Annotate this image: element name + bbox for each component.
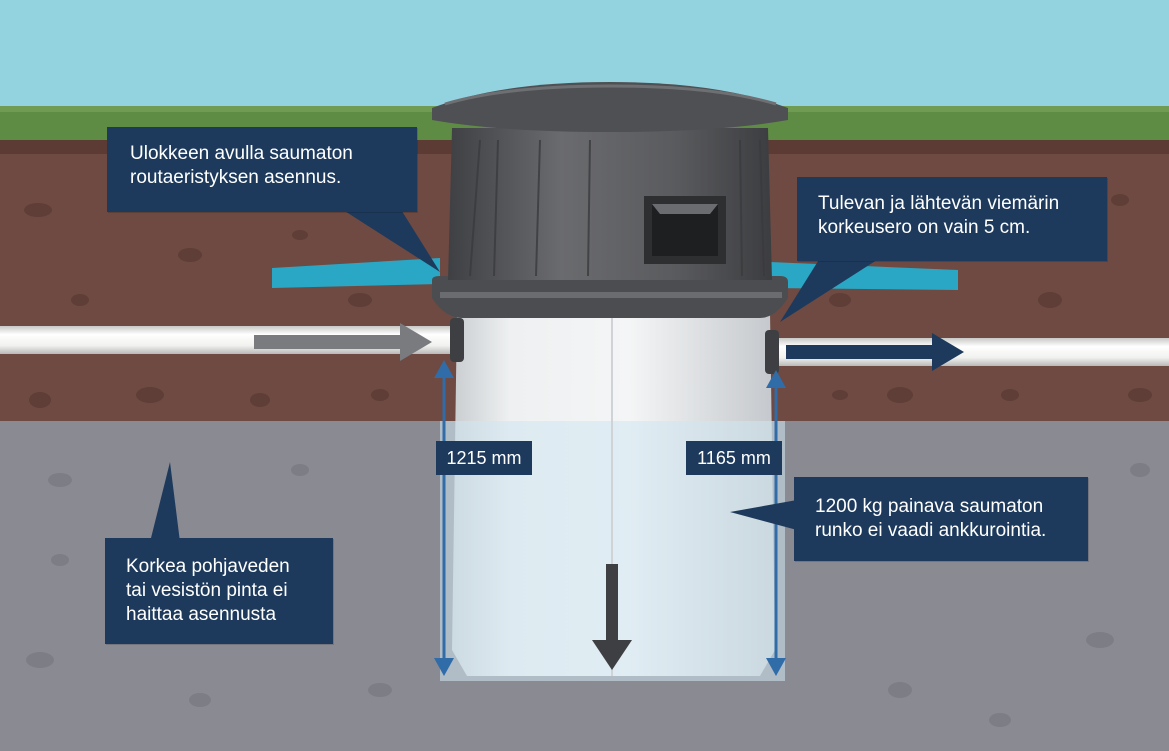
callout-text-line: Ulokkeen avulla saumaton: [130, 143, 353, 164]
frost-insulation-callout: Ulokkeen avulla saumaton routaeristyksen…: [107, 127, 417, 212]
callout-text-line: 1200 kg painava saumaton: [815, 496, 1044, 517]
frost-callout-pointer: [340, 208, 440, 272]
callout-text-line: Korkea pohjaveden: [126, 556, 290, 577]
weight-callout: 1200 kg painava saumaton runko ei vaadi …: [794, 477, 1088, 561]
inspection-hatch: [644, 196, 726, 264]
inflow-arrow: [254, 323, 432, 361]
soil-texture: [24, 175, 1152, 408]
inlet-dimension-arrow: [434, 360, 454, 676]
groundwater-callout-pointer: [150, 462, 180, 542]
outflow-arrow: [786, 333, 964, 371]
callout-text-line: Tulevan ja lähtevän viemärin: [818, 193, 1060, 214]
callout-text-line: runko ei vaadi ankkurointia.: [815, 520, 1047, 541]
callout-text-line: korkeusero on vain 5 cm.: [818, 217, 1031, 238]
callout-text-line: haittaa asennusta: [126, 604, 277, 625]
weight-down-arrow: [592, 564, 632, 670]
outlet-height-label: 1165 mm: [686, 441, 782, 475]
lid-top: [432, 82, 788, 132]
callout-text-line: routaeristyksen asennus.: [130, 167, 342, 188]
inlet-height-label: 1215 mm: [436, 441, 532, 475]
groundwater-callout: Korkea pohjaveden tai vesistön pinta ei …: [105, 538, 333, 644]
callout-text-line: tai vesistön pinta ei: [126, 580, 288, 601]
inlet-socket: [450, 318, 464, 362]
weight-callout-pointer: [730, 500, 797, 530]
sewer-height-callout: Tulevan ja lähtevän viemärin korkeusero …: [797, 177, 1107, 261]
ground-texture: [26, 463, 1150, 727]
outlet-socket: [765, 330, 779, 374]
sewer-callout-pointer: [780, 258, 880, 322]
